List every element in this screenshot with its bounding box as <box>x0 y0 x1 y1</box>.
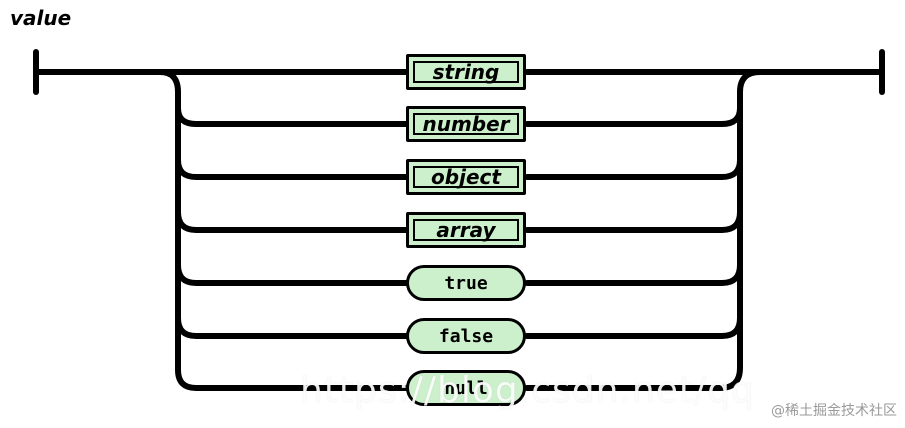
node-false: false <box>406 318 526 354</box>
branch-left-false <box>175 315 409 339</box>
node-number: number <box>406 106 526 142</box>
branch-right-number <box>524 105 743 127</box>
node-object: object <box>406 159 526 195</box>
node-array: array <box>406 212 526 248</box>
node-string: string <box>406 54 526 90</box>
branch-right-array <box>524 209 743 233</box>
left-trunk <box>157 69 409 391</box>
branch-left-number <box>175 105 409 127</box>
watermark-url: https://blog.csdn.net/qq <box>300 370 755 411</box>
branch-right-true <box>524 262 743 286</box>
node-true: true <box>406 265 526 301</box>
branch-left-true <box>175 262 409 286</box>
branch-right-false <box>524 315 743 339</box>
diagram-title: value <box>10 6 72 30</box>
right-trunk <box>524 69 763 391</box>
credit-text: @稀土掘金技术社区 <box>771 403 897 419</box>
branch-right-object <box>524 157 743 180</box>
branch-left-object <box>175 157 409 180</box>
branch-left-array <box>175 209 409 233</box>
node-null: null <box>406 370 526 406</box>
